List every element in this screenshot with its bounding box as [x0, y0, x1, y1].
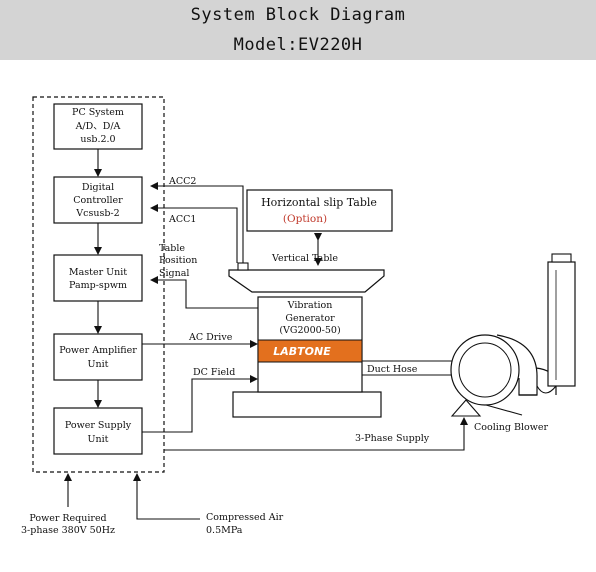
- power-supply-line1: Power Supply: [65, 420, 132, 431]
- table-position-label2: Position: [159, 255, 197, 266]
- model-label: Model:EV220H: [233, 35, 363, 55]
- three-phase-supply-label: 3-Phase Supply: [355, 433, 430, 444]
- duct-hose-label: Duct Hose: [367, 364, 418, 375]
- diagram-title: System Block Diagram: [190, 5, 406, 25]
- pc-system-line2: A/D、D/A: [75, 121, 121, 132]
- title-banner: System Block Diagram Model:EV220H: [0, 0, 596, 60]
- vertical-table-shape: [228, 262, 385, 293]
- digital-controller-line2: Controller: [73, 195, 123, 206]
- power-required-line1: Power Required: [29, 513, 106, 524]
- table-position-label3: Signal: [159, 268, 189, 279]
- digital-controller-block: Digital Controller Vcsusb-2: [53, 176, 143, 224]
- vertical-table-label: Vertical Table: [271, 253, 338, 264]
- vibration-generator-line3: (VG2000-50): [279, 325, 340, 336]
- slip-table-option: (Option): [283, 213, 327, 225]
- cooling-blower: [450, 253, 576, 417]
- acc2-label: ACC2: [168, 176, 196, 187]
- power-amplifier-block: Power Amplifier Unit: [53, 333, 143, 381]
- compressed-air-arrow: [133, 473, 200, 520]
- vibration-generator-block: Vibration Generator (VG2000-50) LABTONE: [232, 296, 382, 418]
- digital-controller-line1: Digital: [82, 182, 114, 193]
- dc-field-line: [142, 375, 258, 433]
- power-supply-line2: Unit: [88, 434, 109, 445]
- dc-field-label: DC Field: [193, 367, 235, 378]
- duct-hose: [362, 360, 452, 376]
- power-supply-block: Power Supply Unit: [53, 407, 143, 455]
- vibration-generator-line1: Vibration: [287, 300, 333, 311]
- power-amplifier-line1: Power Amplifier: [59, 345, 137, 356]
- power-required-line2: 3-phase 380V 50Hz: [21, 525, 115, 536]
- ac-drive-label: AC Drive: [188, 332, 233, 343]
- cooling-blower-label: Cooling Blower: [474, 422, 548, 433]
- pc-system-line3: usb.2.0: [80, 134, 115, 145]
- labtone-brand: LABTONE: [273, 345, 331, 358]
- master-unit-block: Master Unit Pamp-spwm: [53, 254, 143, 302]
- master-unit-line1: Master Unit: [69, 267, 127, 278]
- acc1-label: ACC1: [168, 214, 196, 225]
- slip-table-line1: Horizontal slip Table: [261, 196, 377, 209]
- master-unit-line2: Pamp-spwm: [69, 280, 127, 291]
- pc-system-block: PC System A/D、D/A usb.2.0: [53, 103, 143, 150]
- control-cabinet-outline: [32, 96, 165, 473]
- table-position-signal-line: [150, 276, 258, 309]
- digital-controller-line3: Vcsusb-2: [75, 208, 119, 219]
- table-position-label1: Table: [159, 243, 185, 254]
- power-amplifier-line2: Unit: [88, 359, 109, 370]
- compressed-air-line2: 0.5MPa: [206, 525, 243, 536]
- three-phase-supply-line: [164, 417, 468, 451]
- compressed-air-line1: Compressed Air: [206, 512, 284, 523]
- vibration-generator-line2: Generator: [285, 313, 335, 324]
- pc-system-line1: PC System: [72, 107, 124, 118]
- horizontal-slip-table-block: Horizontal slip Table (Option): [246, 189, 393, 232]
- accelerometer-feedback-lines: [150, 182, 244, 263]
